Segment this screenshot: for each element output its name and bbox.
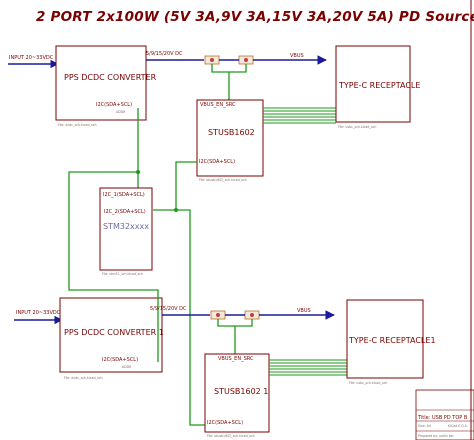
- i2c-wire-stusb1: [153, 161, 197, 211]
- mcu-title: STM32xxxx: [103, 222, 149, 231]
- port2-typec-file: File: usbc_sch.kicad_sch: [349, 381, 387, 385]
- i2c-bus: [68, 108, 205, 426]
- port1-mosfet-1-dot: [210, 58, 214, 62]
- port1-converter-title: PPS DCDC CONVERTER: [64, 73, 157, 82]
- port2-rail-label: 5/9/15/20V DC: [150, 306, 187, 312]
- title-block-prepared: Prepared by: justin ker: [418, 434, 454, 438]
- port2-mosfet-1-dot: [216, 313, 220, 317]
- port1-typec-title: TYPE-C RECEPTACLE: [338, 81, 420, 90]
- port1-stusb-file: File: stusb1602_sch.kicad_sch: [199, 178, 247, 182]
- port2-converter-addr-pin: ADDR: [122, 365, 132, 369]
- mcu-i2c1-pin: I2C_1(SDA+SCL): [103, 192, 145, 198]
- port1-stusb-vbus-pin: VBUS_EN_SRC: [200, 102, 236, 108]
- port2-stusb-title: STUSB1602 1: [214, 387, 268, 396]
- port2-group: INPUT 20~33VDC PPS DCDC CONVERTER 1 I2C(…: [14, 297, 436, 438]
- port1-vbus-label: VBUS: [290, 53, 304, 59]
- i2c-wire-conv1: [68, 108, 139, 267]
- title-block-size: Size: A4: [418, 424, 431, 428]
- port2-typec-sheet[interactable]: [346, 299, 424, 379]
- port1-input-label: INPUT 20~33VDC: [9, 55, 54, 61]
- port1-converter-i2c-pin: I2C(SDA+SCL): [96, 102, 132, 108]
- mcu-i2c2-pin: I2C_2(SDA+SCL): [104, 209, 146, 215]
- title-block-title: Title: USB PD TOP B: [417, 415, 468, 421]
- port2-gate-wire: [217, 319, 253, 327]
- port1-stusb-title: STUSB1602: [208, 128, 255, 137]
- port1-stusb-i2c-pin: I2C(SDA+SCL): [199, 159, 235, 165]
- port2-cc-lines: [269, 359, 347, 376]
- port2-stusb-vbus-pin: VBUS_EN_SRC: [218, 356, 254, 362]
- port2-stusb-i2c-pin: I2C(SDA+SCL): [207, 420, 243, 426]
- title-block: Title: USB PD TOP B Size: A4 KiCad E.D.A…: [415, 389, 474, 440]
- port2-converter-title: PPS DCDC CONVERTER 1: [64, 328, 164, 337]
- i2c-wire-stusb2: [176, 209, 205, 426]
- port1-converter-addr-pin: ADDR: [116, 110, 126, 114]
- port1-mosfet-pair: [204, 55, 254, 100]
- title-block-frame: [415, 389, 474, 440]
- port1-typec-sheet[interactable]: [335, 45, 411, 123]
- mcu-file: File: stm32_sch.kicad_sch: [102, 272, 143, 276]
- port2-converter-sheet[interactable]: [59, 297, 163, 373]
- port1-mosfet-2-dot: [244, 58, 248, 62]
- port1-converter-file: File: dcdc_sch.kicad_sch: [58, 123, 97, 127]
- port2-typec-title: TYPE-C RECEPTACLE1: [348, 336, 436, 345]
- i2c-wire-conv2: [68, 267, 159, 362]
- port2-vbus-label: VBUS: [297, 308, 311, 314]
- port1-gate-wire: [211, 64, 247, 73]
- port2-converter-file: File: dcdc_sch.kicad_sch: [64, 376, 103, 380]
- port1-typec-file: File: usbc_sch.kicad_sch: [338, 125, 376, 129]
- port2-mosfet-2-dot: [250, 313, 254, 317]
- port1-stusb-sheet[interactable]: [196, 99, 264, 177]
- port2-converter-i2c-pin: I2C(SDA+SCL): [102, 357, 138, 363]
- port1-group: INPUT 20~33VDC PPS DCDC CONVERTER I2C(SD…: [8, 45, 420, 182]
- port2-input-label: INPUT 20~33VDC: [16, 310, 61, 316]
- title-block-kicad: KiCad E.D.A.: [448, 424, 468, 428]
- schematic-title: 2 PORT 2x100W (5V 3A,9V 3A,15V 3A,20V 5A…: [36, 9, 474, 25]
- port1-converter-sheet[interactable]: [55, 45, 147, 121]
- mcu-sheet[interactable]: [99, 187, 153, 271]
- port2-stusb-sheet[interactable]: [204, 353, 270, 433]
- port2-stusb-file: File: stusb1602_sch.kicad_sch: [207, 434, 255, 438]
- port1-cc-lines: [263, 107, 336, 124]
- port2-mosfet-pair: [210, 310, 260, 354]
- port1-rail-label: 5/9/15/20V DC: [146, 51, 183, 57]
